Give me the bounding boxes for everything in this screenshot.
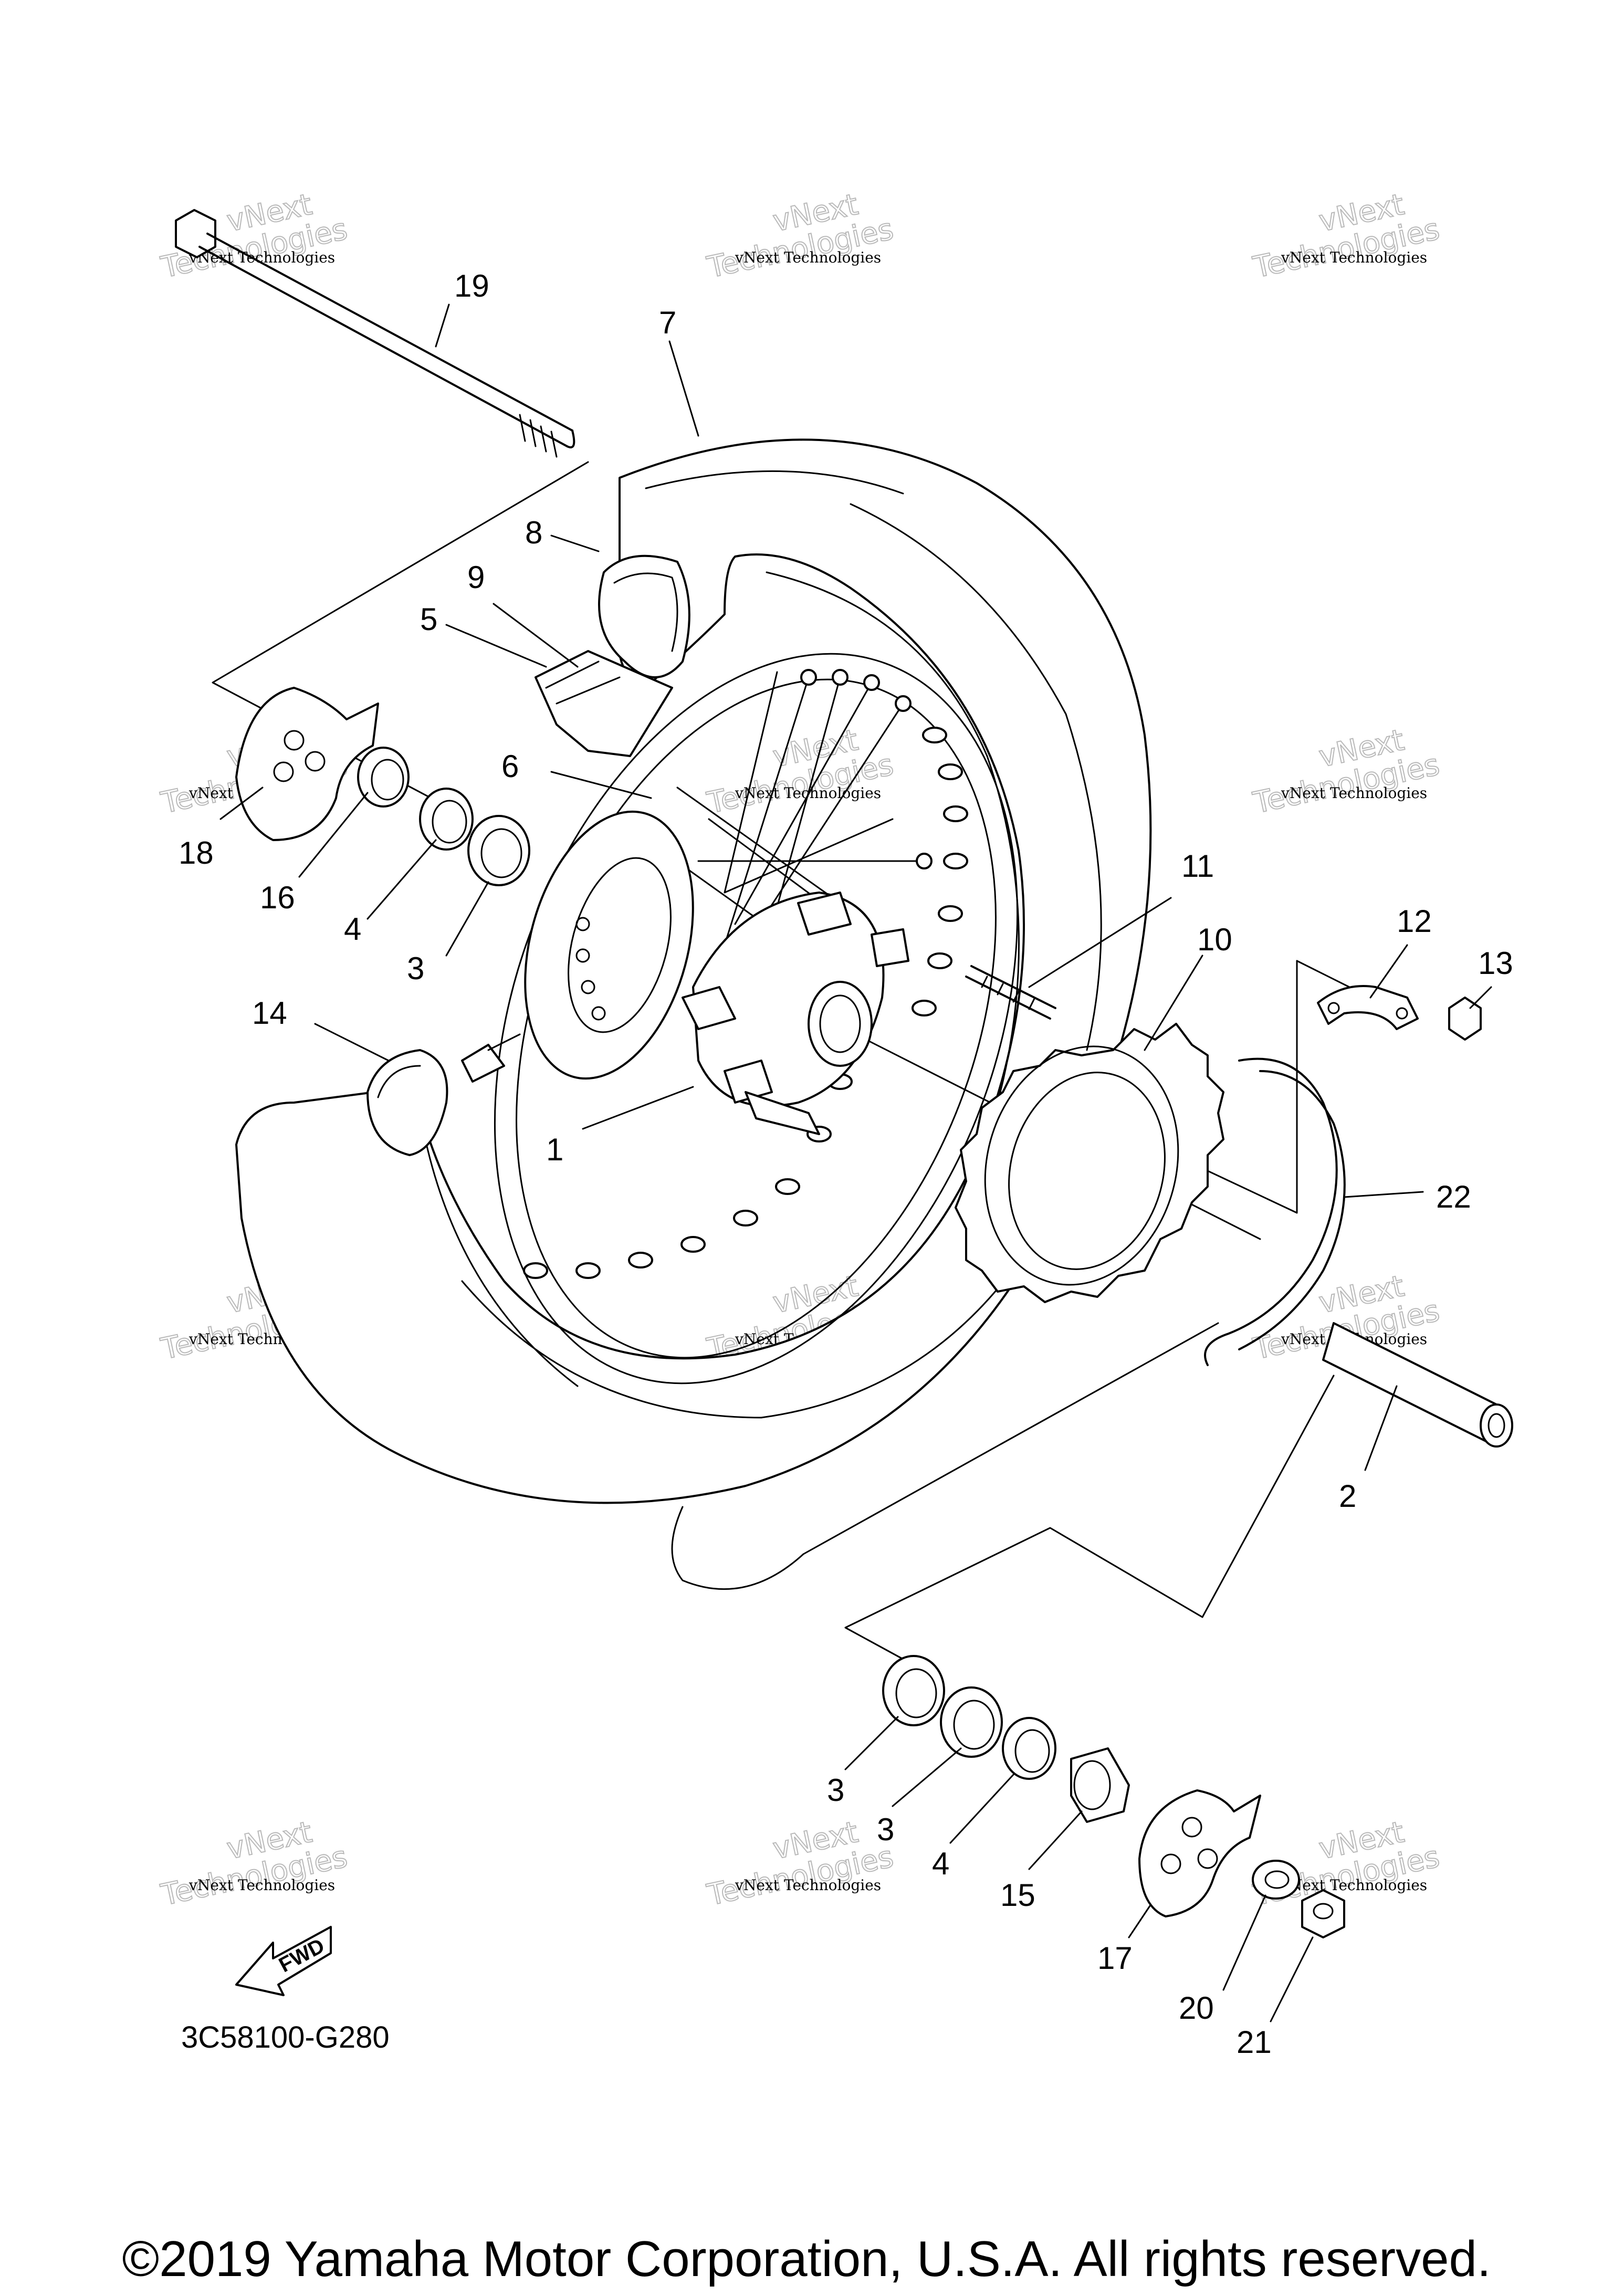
part-label-11: 11 <box>1181 848 1214 884</box>
drive-chain <box>1204 1057 1346 1366</box>
leader-lines <box>219 303 1492 2022</box>
watermark: Technologies vNext vNext Technologies <box>158 1815 351 1913</box>
svg-text:vNext Technologies: vNext Technologies <box>735 249 881 266</box>
oil-seal-4-top <box>419 788 474 851</box>
part-label-16: 16 <box>260 880 295 915</box>
nut-13 <box>1448 997 1482 1041</box>
watermark: Technologies vNext vNext Technologies <box>704 1815 897 1913</box>
part-label-14: 14 <box>252 995 287 1031</box>
part-label-6: 6 <box>501 749 519 784</box>
part-label-4-lower: 4 <box>932 1846 949 1881</box>
stud-bolt <box>965 965 1056 1020</box>
rim-band <box>535 650 673 757</box>
part-label-3-lower-a: 3 <box>827 1773 844 1808</box>
diagram-code: 3C58100-G280 <box>181 2020 390 2054</box>
part-label-4-top: 4 <box>344 911 361 947</box>
bearing-3-lower-b <box>940 1686 1003 1758</box>
fwd-arrow-icon: FWD <box>235 1926 332 1996</box>
watermark: Technologies vNext vNext Technologies <box>704 722 897 821</box>
bearing-3-lower-a <box>882 1655 945 1726</box>
part-label-15: 15 <box>1000 1878 1035 1913</box>
svg-text:vNext Technologies: vNext Technologies <box>735 1876 881 1894</box>
inner-tube <box>598 554 690 678</box>
part-label-19: 19 <box>454 268 489 303</box>
part-label-13: 13 <box>1478 946 1513 981</box>
part-label-18: 18 <box>179 835 214 871</box>
part-label-20: 20 <box>1179 1990 1214 2026</box>
part-label-8: 8 <box>525 515 542 550</box>
part-label-5: 5 <box>420 602 437 637</box>
part-label-12: 12 <box>1397 904 1432 939</box>
part-label-10: 10 <box>1197 922 1232 957</box>
hub <box>524 810 909 1135</box>
bearing-3-top <box>467 815 530 886</box>
svg-text:vNext Technologies: vNext Technologies <box>1281 249 1427 266</box>
part-label-1: 1 <box>546 1132 563 1167</box>
part-label-17: 17 <box>1097 1941 1133 1976</box>
part-label-3-lower-b: 3 <box>877 1812 894 1847</box>
collar-16 <box>357 747 410 808</box>
rim <box>494 653 1018 1385</box>
collar-2 <box>1322 1322 1513 1448</box>
part-label-9: 9 <box>467 560 485 595</box>
part-label-2: 2 <box>1339 1479 1356 1514</box>
svg-text:vNext Technologies: vNext Technologies <box>1281 784 1427 802</box>
spacer-flange-18 <box>235 687 379 841</box>
watermark: Technologies vNext vNext Technologies <box>1250 187 1443 286</box>
lock-plate <box>1317 985 1419 1030</box>
axle-nut-21 <box>1301 1889 1345 1938</box>
watermark: Technologies vNext vNext Technologies <box>704 187 897 286</box>
tire-cut-section <box>366 1033 521 1156</box>
part-labels: 19 7 8 9 5 6 18 16 4 3 11 10 12 13 14 1 … <box>179 268 1513 2060</box>
axle-bolt <box>175 209 575 458</box>
collar-15 <box>1070 1747 1130 1823</box>
washer-20 <box>1252 1860 1300 1900</box>
spacer-flange-17 <box>1138 1789 1261 1917</box>
watermark: Technologies vNext vNext Technologies <box>1250 722 1443 821</box>
part-label-3-top: 3 <box>407 951 424 986</box>
spokes <box>661 669 933 957</box>
svg-text:vNext Technologies: vNext Technologies <box>1281 1876 1427 1894</box>
svg-text:vNext Technologies: vNext Technologies <box>188 1876 335 1894</box>
oil-seal-4-lower <box>1002 1717 1056 1780</box>
part-label-7: 7 <box>659 305 676 340</box>
part-label-21: 21 <box>1237 2025 1272 2060</box>
copyright-notice: ©2019 Yamaha Motor Corporation, U.S.A. A… <box>122 2231 1491 2287</box>
part-label-22: 22 <box>1436 1179 1471 1214</box>
sprocket <box>955 1023 1224 1303</box>
